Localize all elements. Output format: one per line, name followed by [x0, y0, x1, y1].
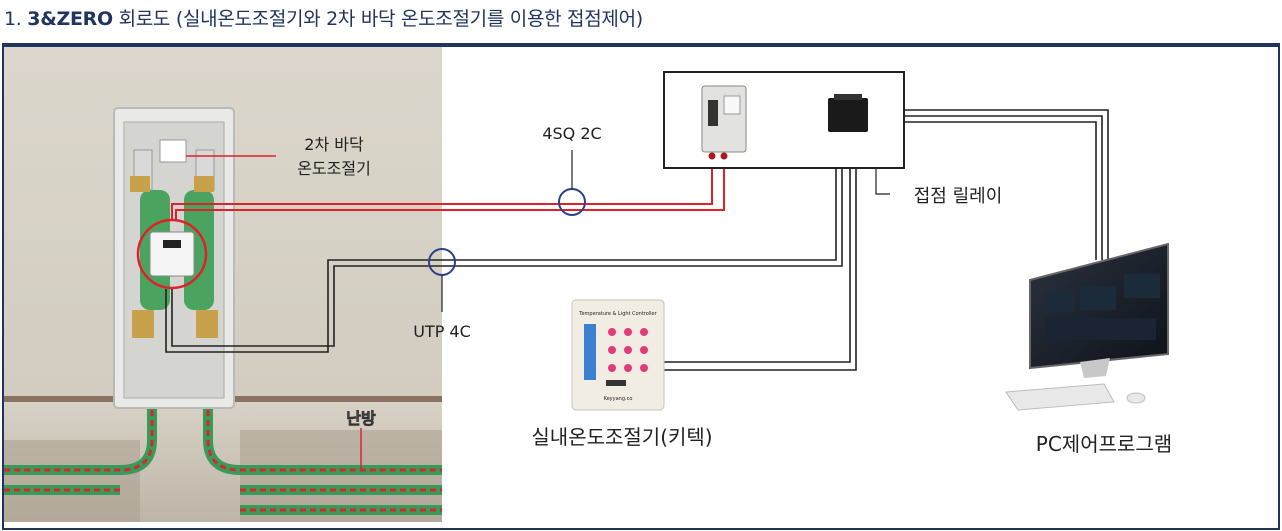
relay-to-pc-lines	[872, 109, 1109, 260]
room-controller-label: 실내온도조절기(키텍)	[531, 425, 712, 449]
floor-controller-label-line2: 온도조절기	[297, 159, 371, 178]
heading-brand: 3&ZERO	[27, 8, 113, 30]
cable-4sq-label: 4SQ 2C	[542, 124, 601, 143]
relay-label: 접점 릴레이	[914, 186, 1003, 207]
pc-control-label: PC제어프로그램	[1036, 432, 1172, 456]
floor-thermostat	[136, 218, 208, 290]
cable-utp-label: UTP 4C	[413, 322, 471, 341]
page-heading: 1. 3&ZERO 회로도 (실내온도조절기와 2차 바닥 온도조절기를 이용한…	[4, 4, 643, 34]
heating-label: 난방	[346, 409, 376, 428]
floor-heating-pipes	[4, 380, 442, 515]
power-cable-4sq	[171, 155, 725, 221]
heading-number: 1.	[4, 8, 22, 30]
signal-cable-utp	[165, 124, 843, 353]
contact-relay	[828, 94, 868, 132]
floor-controller-label-line1: 2차 바닥	[304, 135, 364, 154]
power-cable-marker	[558, 188, 586, 216]
room-thermostat-panel: Temperature & Light Controller Keyyang.c…	[571, 299, 665, 411]
panel-title-text: Temperature & Light Controller	[578, 311, 657, 317]
panel-brand-text: Keyyang.co	[604, 396, 633, 402]
heading-title: 회로도 (실내온도조절기와 2차 바닥 온도조절기를 이용한 접점제어)	[118, 8, 644, 30]
relay-to-room-controller-lines	[664, 124, 857, 371]
pc-monitor	[1005, 242, 1169, 411]
